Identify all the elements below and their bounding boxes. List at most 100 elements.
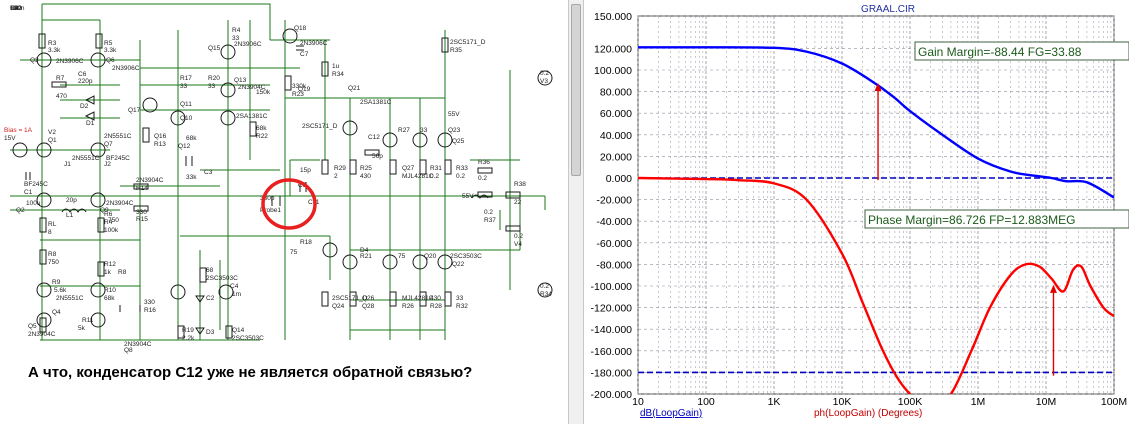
x-tick-label: 10 [632,396,644,408]
schematic-label-135: R18 [300,239,312,246]
schematic-label-8: R7 [56,75,65,82]
schematic-label-81: 56p [372,153,383,160]
schematic-label-160: C8 [10,5,19,12]
schematic-label-162: R40 [10,5,22,12]
schematic-label-144: Q24 [332,303,345,310]
schematic-label-79: Probe1 [260,207,281,214]
schematic-label-99: 22 [514,199,522,206]
margin-markers [874,82,1057,376]
phase-margin-label: Phase Margin=86.726 FP=12.883MEG [868,213,1075,227]
schematic-label-107: 750 [48,259,59,266]
schematic-label-78: 330p [260,195,275,202]
scrollbar-thumb[interactable] [571,4,581,176]
schematic-label-55: 2N5551C [104,133,132,140]
schematic-label-29: 330k [292,83,307,90]
schematic-label-98: R38 [514,181,526,188]
x-tick-label: 1K [768,396,781,408]
schematic-label-115: 2N5551C [56,295,84,302]
schematic-label-16: Q15 [208,45,221,52]
legend-gain[interactable]: dB(LoopGain) [640,408,702,419]
schematic-label-45: Q19 [298,86,311,93]
schematic-label-88: Q23 [448,127,461,134]
schematic-label-156: R37 [484,217,496,224]
schematic-label-2: R5 [104,40,113,47]
schematic-label-3: 3.3k [104,47,117,54]
schematic-label-40: 68k [186,135,197,142]
schematic-label-121: 2N3904C [124,341,152,348]
schematic-label-163: 11 [10,5,17,12]
y-tick-label: -100.000 [591,281,633,293]
schematic-label-19: 33 [180,83,188,90]
y-tick-label: -40.000 [596,216,632,228]
schematic-label-47: R35 [450,47,462,54]
schematic-label-21: 33 [208,83,216,90]
schematic-label-118: Q5 [28,323,37,330]
schematic-label-90: Q27 [402,165,415,172]
schematic-label-94: R33 [456,165,468,172]
schematic-label-58: J1 [64,161,71,168]
schematic-label-127: C2 [206,295,215,302]
schematic-label-50: 55V [448,111,460,118]
schematic-label-109: 1k [104,269,112,276]
y-tick-label: 40.000 [600,130,632,142]
schematic-label-37: R13 [154,141,166,148]
schematic-label-123: 330 [144,299,155,306]
schematic-label-83: 2 [334,173,338,180]
schematic-label-128: C4 [230,283,239,290]
schematic-label-59: BF245C [106,155,130,162]
schematic-label-62: C1 [24,189,33,196]
schematic-label-139: 75 [398,253,406,260]
schematic-label-51: Bias = 1A [4,127,33,134]
x-tick-label: 100 [697,396,715,408]
schematic-label-7: 2N3906C [112,65,140,72]
y-tick-labels: 150.000120.000100.00080.00060.00040.0002… [591,11,633,401]
schematic-label-102: R4 [104,219,113,226]
schematic-label-84: R25 [360,165,372,172]
schematic-label-1: 3.3k [48,47,61,54]
y-tick-label: -160.000 [591,346,633,358]
schematic-label-130: R19 [182,327,194,334]
schematic-label-146: Q28 [362,303,375,310]
phase-margin-box: Phase Margin=86.726 FP=12.883MEG [864,209,1129,229]
schematic-label-64: L1 [66,212,74,219]
schematic-label-129: 1m [232,291,241,298]
schematic-label-104: R6 [104,211,113,218]
schematic-label-49: V3 [540,78,548,85]
y-tick-label: 60.000 [600,108,632,120]
schematic-label-13: D1 [86,120,95,127]
schematic-label-116: R11 [82,317,94,324]
margin-arrowhead-1 [1049,284,1057,293]
y-tick-label: -60.000 [596,238,632,250]
vertical-scrollbar[interactable] [568,0,584,424]
schematic-label-67: 2N3904C [106,200,134,207]
schematic-label-159: 55V [462,193,474,200]
schematic-label-24: Q18 [294,25,307,32]
schematic-label-89: Q25 [452,138,465,145]
schematic-label-105: 750 [108,217,119,224]
chart-grid [637,15,1115,395]
schematic-label-34: Q11 [180,101,192,108]
schematic-label-92: R31 [430,165,442,172]
phase-curve [638,176,1114,394]
highlight-c12-circle [261,178,317,230]
gain-curve [638,46,1114,199]
legend-phase[interactable]: ph(LoopGain) (Degrees) [814,408,922,419]
schematic-label-27: 1u [332,63,340,70]
schematic-label-91: MJL4281C [402,173,434,180]
schematic-label-72: R15 [136,216,148,223]
y-tick-label: -140.000 [591,324,633,336]
schematic-label-124: R16 [144,307,156,314]
schematic-wires [10,3,546,341]
schematic-label-148: R26 [402,303,414,310]
y-tick-label: 100.000 [594,65,632,77]
schematic-label-71: 330 [136,209,147,216]
schematic-label-73: 33k [186,174,197,181]
schematic-label-31: 150k [256,89,271,96]
schematic-label-143: 2SC5171_D [332,295,368,302]
y-tick-label: -120.000 [591,303,633,315]
schematic-label-46: 2SC5171_D [450,39,486,46]
schematic-label-106: R8 [48,251,57,258]
